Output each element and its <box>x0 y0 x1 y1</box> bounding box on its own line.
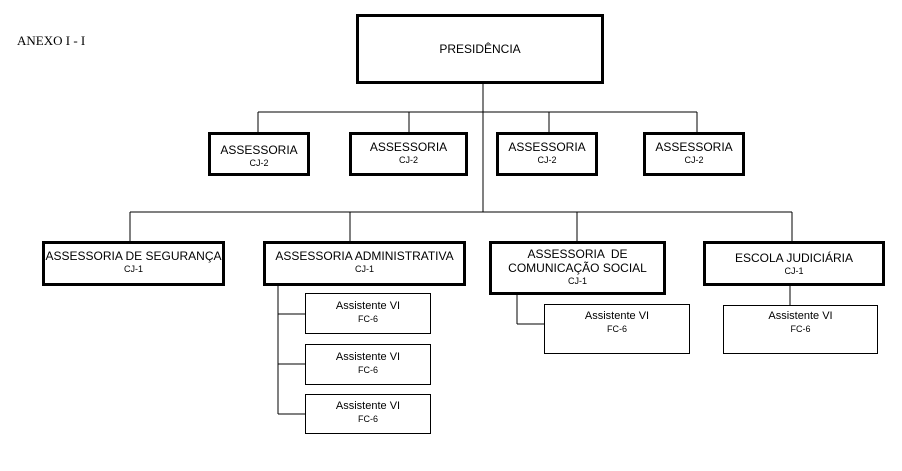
department-code: CJ-1 <box>567 276 587 286</box>
assessoria-title: ASSESSORIA <box>369 140 448 154</box>
assessoria-seguranca-box: ASSESSORIA DE SEGURANÇA CJ-1 <box>42 241 225 286</box>
annex-label: ANEXO I - I <box>17 33 86 48</box>
department-title-line1: ASSESSORIA DE <box>527 247 628 261</box>
assessoria-box-3: ASSESSORIA CJ-2 <box>496 132 598 176</box>
assessoria-code: CJ-2 <box>537 155 557 165</box>
escola-judiciaria-box: ESCOLA JUDICIÁRIA CJ-1 <box>703 241 885 286</box>
assistant-title: Assistente VI <box>335 400 401 412</box>
assessoria-administrativa-box: ASSESSORIA ADMINISTRATIVA CJ-1 <box>263 241 466 286</box>
department-code: CJ-1 <box>784 266 804 276</box>
presidencia-box: PRESIDÊNCIA <box>356 14 604 84</box>
assessoria-code: CJ-2 <box>684 155 704 165</box>
assessoria-box-4: ASSESSORIA CJ-2 <box>643 132 745 176</box>
department-code: CJ-1 <box>354 264 374 274</box>
assistente-box-2: Assistente VI FC-6 <box>305 344 431 385</box>
assistant-title: Assistente VI <box>335 300 401 312</box>
assessoria-title: ASSESSORIA <box>508 140 586 154</box>
assistente-box-4: Assistente VI FC-6 <box>544 304 690 354</box>
assistant-title: Assistente VI <box>768 310 833 322</box>
assistente-box-5: Assistente VI FC-6 <box>723 305 878 354</box>
department-code: CJ-1 <box>123 264 143 274</box>
assistant-title: Assistente VI <box>335 351 401 363</box>
assessoria-code: CJ-2 <box>398 155 418 165</box>
assistant-code: FC-6 <box>790 324 811 334</box>
assessoria-title: ASSESSORIA <box>220 143 298 157</box>
assistente-box-3: Assistente VI FC-6 <box>305 394 431 434</box>
assessoria-code: CJ-2 <box>249 158 269 168</box>
assistente-box-1: Assistente VI FC-6 <box>305 293 431 334</box>
presidencia-title: PRESIDÊNCIA <box>439 42 521 56</box>
assistant-code: FC-6 <box>358 314 378 324</box>
assessoria-box-1: ASSESSORIA CJ-2 <box>208 132 310 176</box>
assistant-code: FC-6 <box>358 365 378 375</box>
assessoria-box-2: ASSESSORIA CJ-2 <box>349 132 468 176</box>
department-title: ASSESSORIA DE SEGURANÇA <box>45 249 222 263</box>
assessoria-title: ASSESSORIA <box>655 140 733 154</box>
assistant-code: FC-6 <box>358 414 378 424</box>
assistant-code: FC-6 <box>607 324 627 334</box>
department-title-line2: COMUNICAÇÃO SOCIAL <box>508 261 647 275</box>
department-title: ESCOLA JUDICIÁRIA <box>734 251 854 265</box>
department-title: ASSESSORIA ADMINISTRATIVA <box>275 249 454 263</box>
assistant-title: Assistente VI <box>584 310 650 322</box>
assessoria-comunicacao-box: ASSESSORIA DE COMUNICAÇÃO SOCIAL CJ-1 <box>489 241 666 295</box>
